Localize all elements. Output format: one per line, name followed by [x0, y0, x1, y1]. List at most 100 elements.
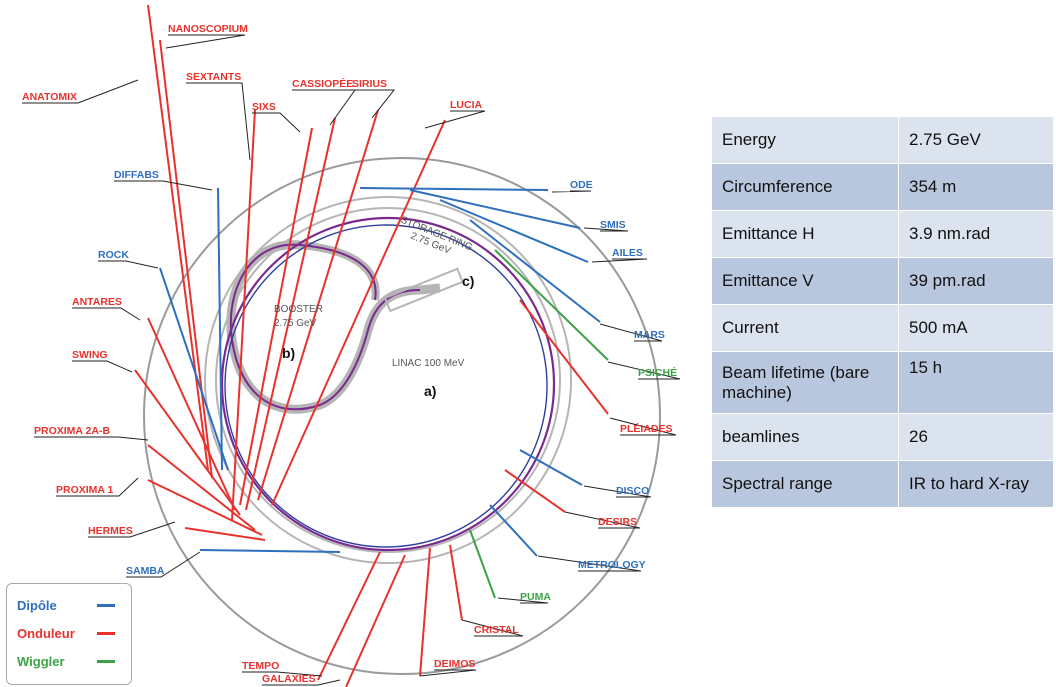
booster-energy-label: 2.75 GeV: [274, 318, 317, 329]
beamline-label-proxima-1: PROXIMA 1: [56, 484, 114, 496]
param-value: 26: [898, 413, 1054, 461]
beamline-cassiop-e: [245, 117, 336, 511]
beamline-label-ailes: AILES: [612, 247, 643, 259]
beamline-anatomix: [147, 4, 209, 471]
leader-line-disco: [583, 485, 652, 498]
leader-line-hermes: [88, 521, 176, 538]
leader-line-samba: [126, 551, 201, 578]
leader-line-sixs: [252, 112, 301, 133]
beamline-label-antares: ANTARES: [72, 296, 122, 308]
legend: Dipôle Onduleur Wiggler: [6, 583, 132, 685]
beamline-label-ode: ODE: [570, 179, 593, 191]
param-key: Beam lifetime (bare machine): [711, 351, 899, 414]
legend-label-dipole: Dipôle: [17, 597, 57, 613]
param-key: Circumference: [711, 163, 899, 211]
param-key: Emittance V: [711, 257, 899, 305]
leader-line-puma: [497, 597, 549, 604]
leader-line-galaxies: [262, 679, 341, 686]
beamline-samba: [199, 549, 341, 553]
beamline-tempo: [317, 551, 381, 681]
marker-b: b): [282, 345, 295, 361]
table-row: Beam lifetime (bare machine)15 h: [711, 351, 1054, 414]
beamline-psich-: [494, 249, 609, 361]
beamline-label-smis: SMIS: [600, 219, 626, 231]
leader-line-proxima-2a-b: [34, 436, 149, 441]
synchrotron-diagram: ANATOMIXNANOSCOPIUMSEXTANTSCASSIOPÉESIRI…: [22, 4, 681, 687]
beamline-label-sextants: SEXTANTS: [186, 71, 241, 83]
param-value: 39 pm.rad: [898, 257, 1054, 305]
beamline-cristal: [449, 544, 463, 621]
beamline-label-metrology: METROLOGY: [578, 559, 646, 571]
leader-line-tempo: [242, 671, 323, 677]
beamline-label-deimos: DEIMOS: [434, 658, 475, 670]
leader-line-nanoscopium: [165, 34, 246, 49]
booster-label: BOOSTER: [274, 304, 323, 315]
param-value: 15 h: [898, 351, 1054, 414]
marker-a: a): [424, 383, 436, 399]
param-value: 500 mA: [898, 304, 1054, 352]
param-key: Spectral range: [711, 460, 899, 508]
param-value: IR to hard X-ray: [898, 460, 1054, 508]
beamline-label-sirius: SIRIUS: [352, 78, 387, 90]
leader-line-antares: [72, 307, 141, 321]
beamline-label-desirs: DESIRS: [598, 516, 637, 528]
beamline-mars: [469, 219, 601, 323]
beamline-label-diffabs: DIFFABS: [114, 169, 159, 181]
beamline-smis: [409, 189, 581, 229]
leader-line-ode: [551, 190, 592, 193]
leader-line-desirs: [564, 511, 641, 529]
beamlines-group: [134, 4, 609, 687]
legend-swatch-dipole: [97, 603, 115, 607]
beamline-proxima-1: [147, 479, 263, 536]
leader-line-proxima-1: [56, 477, 139, 497]
beamline-diffabs: [217, 187, 223, 471]
booster-ring: [226, 240, 441, 414]
leader-line-mars: [599, 323, 663, 342]
leader-line-ailes: [591, 258, 648, 263]
beamline-label-samba: SAMBA: [126, 565, 165, 577]
linac: [383, 267, 464, 313]
legend-item-dipole: Dipôle: [17, 596, 115, 614]
beamline-galaxies: [345, 554, 406, 687]
param-value: 2.75 GeV: [898, 116, 1054, 164]
legend-swatch-onduleur: [97, 631, 115, 635]
beamline-swing: [134, 369, 241, 516]
leader-line-deimos: [419, 669, 477, 677]
leader-line-diffabs: [114, 180, 213, 191]
beamline-proxima-2a-b: [147, 444, 256, 531]
beamline-ode: [359, 187, 549, 191]
beamline-label-hermes: HERMES: [88, 525, 133, 537]
leader-line-cristal: [461, 619, 524, 637]
leader-line-rock: [98, 260, 159, 269]
outer-floor-circle: [143, 157, 661, 675]
beamline-label-mars: MARS: [634, 329, 665, 341]
legend-swatch-wiggler: [97, 659, 115, 663]
leader-line-sirius: [352, 89, 396, 119]
beamline-label-cristal: CRISTAL: [474, 624, 519, 636]
storage-ring-inner-track: [224, 224, 548, 548]
leader-line-smis: [583, 227, 629, 232]
beamline-hermes: [184, 527, 266, 541]
leader-line-pl-iades: [609, 417, 677, 436]
linac-label: LINAC 100 MeV: [392, 358, 465, 369]
beamline-label-pl-iades: PLÉIADES: [620, 422, 673, 435]
beamline-label-galaxies: GALAXIES: [262, 673, 316, 685]
beamline-desirs: [504, 469, 566, 513]
marker-c: c): [462, 273, 474, 289]
legend-item-wiggler: Wiggler: [17, 652, 115, 670]
beamline-pl-iades: [519, 299, 609, 415]
beamline-deimos: [419, 547, 431, 677]
leader-line-swing: [72, 360, 133, 373]
legend-item-onduleur: Onduleur: [17, 624, 115, 642]
beamline-labels-group: ANATOMIXNANOSCOPIUMSEXTANTSCASSIOPÉESIRI…: [22, 23, 681, 686]
storage-ring-track: [220, 216, 556, 552]
param-key: Emittance H: [711, 210, 899, 258]
param-key: Energy: [711, 116, 899, 164]
beamline-metrology: [489, 504, 538, 557]
legend-label-wiggler: Wiggler: [17, 653, 65, 669]
beamline-sirius: [257, 109, 379, 501]
